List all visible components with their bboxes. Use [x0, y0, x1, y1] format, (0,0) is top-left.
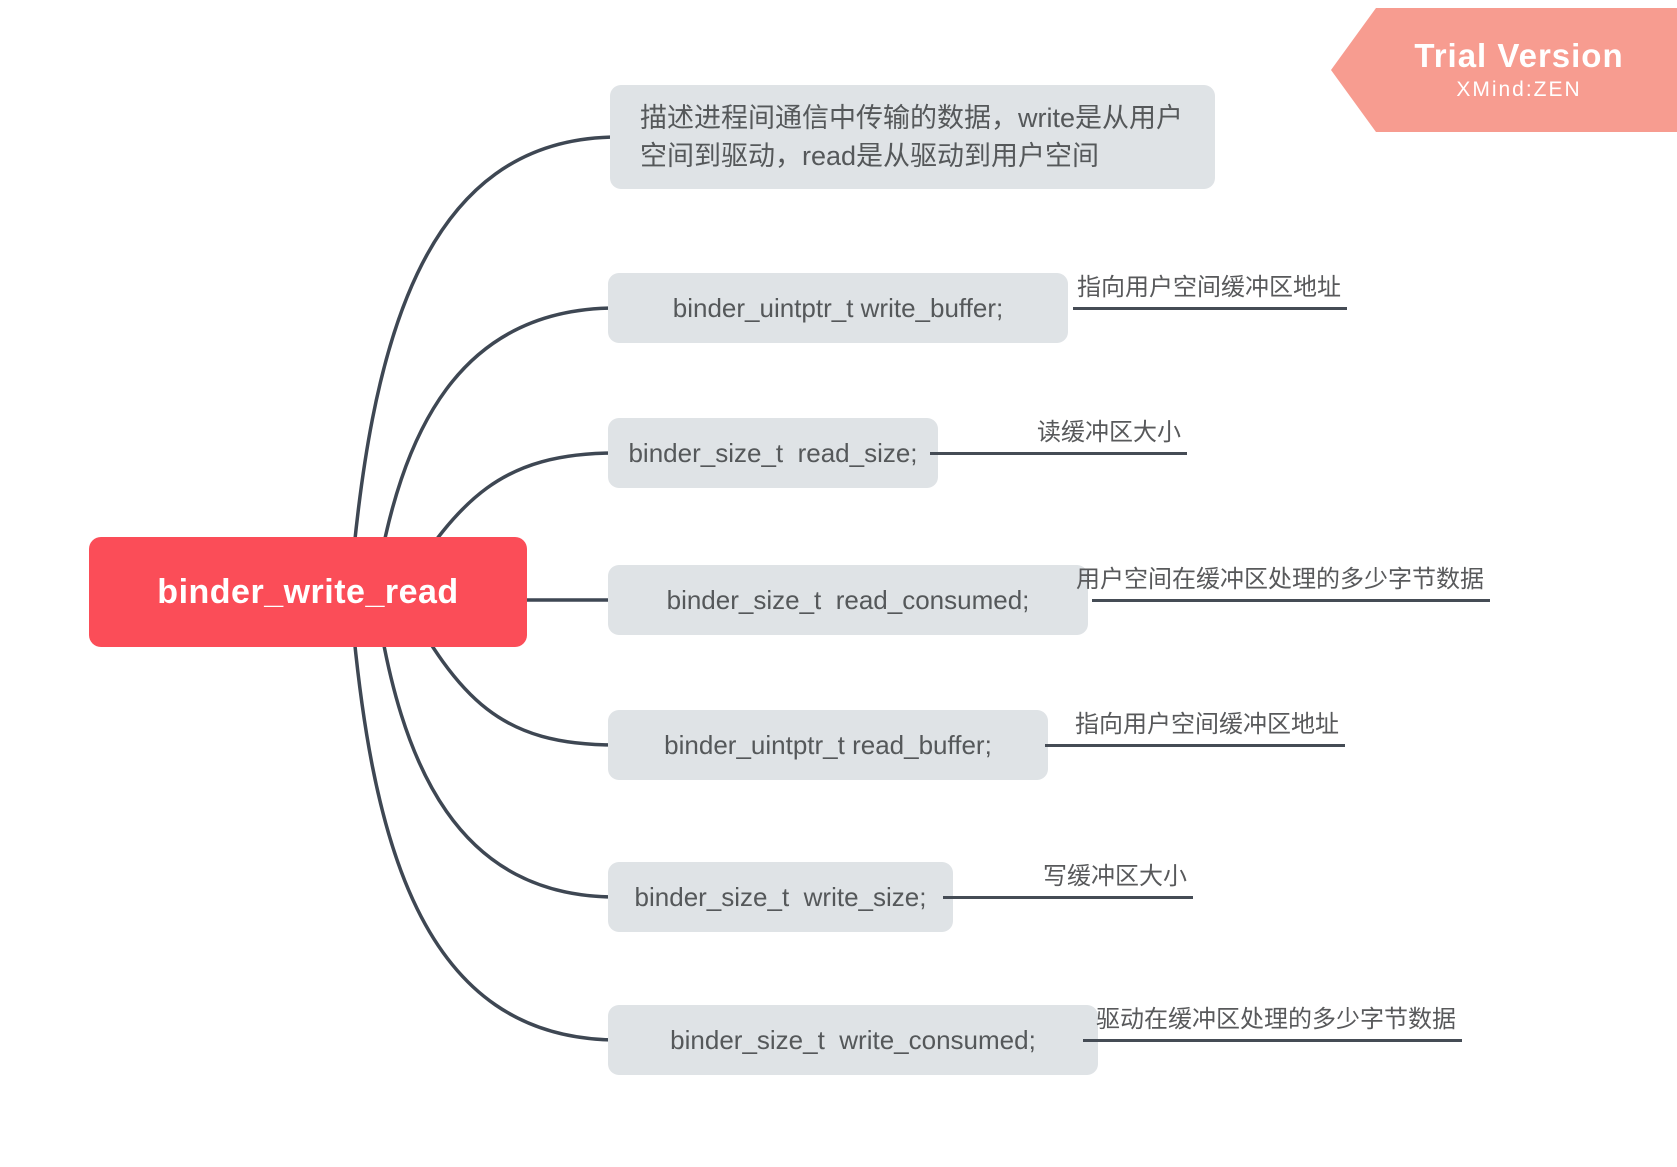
topic-description[interactable]: 描述进程间通信中传输的数据，write是从用户空间到驱动，read是从驱动到用户… [610, 85, 1215, 189]
edge-to-write-buffer [373, 306, 618, 594]
edge-to-write-consumed [348, 590, 620, 1042]
callout-write-size[interactable]: 写缓冲区大小 [943, 854, 1193, 899]
callout-write-buffer-label: 指向用户空间缓冲区地址 [1077, 274, 1341, 301]
callout-read-size[interactable]: 读缓冲区大小 [930, 410, 1187, 455]
callout-write-size-label: 写缓冲区大小 [1043, 863, 1187, 890]
callout-write-buffer[interactable]: 指向用户空间缓冲区地址 [1073, 265, 1347, 310]
trial-watermark-title: Trial Version [1414, 37, 1624, 74]
trial-watermark-subtitle: XMind:ZEN [1456, 78, 1582, 101]
root-topic[interactable]: binder_write_read [89, 537, 527, 647]
edge-to-description [348, 135, 620, 594]
callout-read-buffer-label: 指向用户空间缓冲区地址 [1075, 711, 1339, 738]
callout-write-consumed-label: 驱动在缓冲区处理的多少字节数据 [1096, 1006, 1456, 1033]
topic-description-label: 描述进程间通信中传输的数据，write是从用户空间到驱动，read是从驱动到用户… [640, 103, 1184, 171]
topic-read-consumed[interactable]: binder_size_t read_consumed; [608, 565, 1088, 635]
topic-read-buffer[interactable]: binder_uintptr_t read_buffer; [608, 710, 1048, 780]
trial-watermark-badge: Trial Version XMind:ZEN [1331, 8, 1677, 132]
topic-write-size[interactable]: binder_size_t write_size; [608, 862, 953, 932]
topic-write-consumed[interactable]: binder_size_t write_consumed; [608, 1005, 1098, 1075]
topic-write-buffer[interactable]: binder_uintptr_t write_buffer; [608, 273, 1068, 343]
callout-read-consumed-label: 用户空间在缓冲区处理的多少字节数据 [1076, 566, 1484, 593]
callout-read-consumed[interactable]: 用户空间在缓冲区处理的多少字节数据 [1076, 557, 1490, 602]
topic-read-size[interactable]: binder_size_t read_size; [608, 418, 938, 488]
callout-read-size-label: 读缓冲区大小 [1037, 419, 1181, 446]
edge-to-write-size [373, 590, 618, 899]
callout-write-consumed[interactable]: 驱动在缓冲区处理的多少字节数据 [1083, 997, 1462, 1042]
callout-read-buffer[interactable]: 指向用户空间缓冲区地址 [1045, 702, 1345, 747]
